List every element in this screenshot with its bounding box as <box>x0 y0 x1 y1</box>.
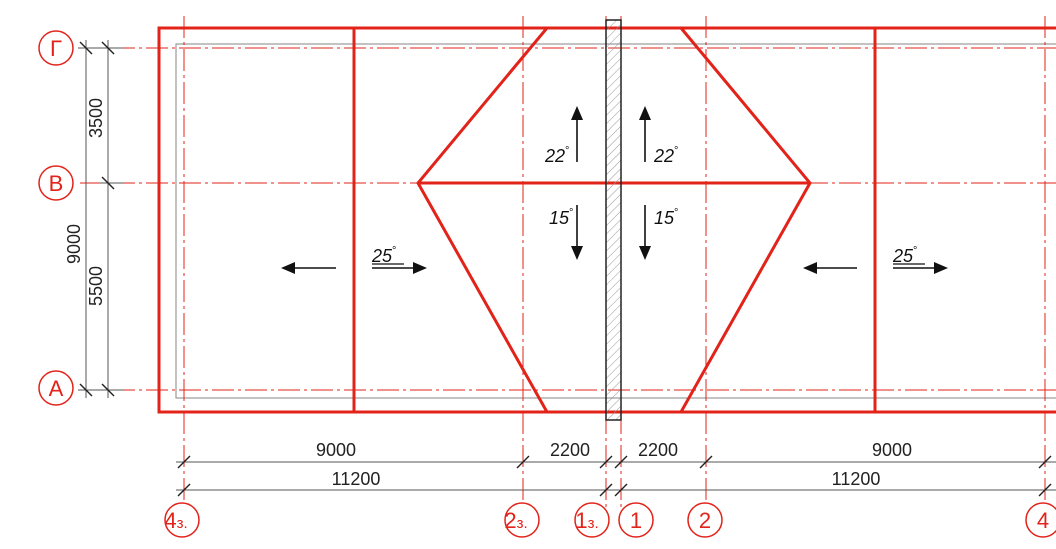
slope-value-left-outer: 25 <box>371 246 393 266</box>
firewall <box>605 19 622 421</box>
axis-label-v: В <box>49 171 64 196</box>
arrowhead-left-outer-w <box>281 262 295 274</box>
dim-bottom-right-span: 9000 <box>872 440 912 460</box>
slope-unit-lower-left: ° <box>569 207 573 219</box>
axis-label-c2z: 2 <box>504 508 516 533</box>
axis-bubble-v: В <box>38 165 74 201</box>
slope-label-lower-right: 15° <box>654 207 678 228</box>
svg-text:4з.: 4з. <box>164 508 187 533</box>
axis-label-a: А <box>49 376 64 401</box>
svg-text:15°: 15° <box>654 207 678 228</box>
slope-unit-right-outer: ° <box>913 245 917 257</box>
svg-text:15°: 15° <box>549 207 573 228</box>
slope-label-left-outer: 25° <box>371 245 404 266</box>
horizontal-dimensions <box>176 455 1056 497</box>
axis-label-c2: 2 <box>699 508 711 533</box>
valley-left <box>416 27 549 413</box>
arrowhead-right-outer-e <box>934 262 948 274</box>
axis-bubble-c2: 2 <box>687 502 723 538</box>
dim-bottom-right-gap: 2200 <box>638 440 678 460</box>
slope-unit-upper-right: ° <box>674 145 678 157</box>
slope-unit-upper-left: ° <box>565 145 569 157</box>
arrowhead-lower-left <box>571 246 583 260</box>
axis-suffix-c1z: з. <box>588 515 599 532</box>
slope-value-upper-left: 22 <box>544 146 565 166</box>
axis-bubble-c1: 1 <box>618 502 654 538</box>
svg-text:25°: 25° <box>371 245 396 266</box>
slope-label-upper-right: 22° <box>653 145 678 166</box>
svg-text:22°: 22° <box>653 145 678 166</box>
axis-label-c4: 4 <box>1037 508 1049 533</box>
slope-arrows <box>281 106 948 274</box>
dim-vertical-total: 9000 <box>64 224 84 264</box>
valley-right <box>679 27 812 413</box>
axis-label-g: Г <box>50 36 62 61</box>
dim-bottom-left-span: 9000 <box>316 440 356 460</box>
slope-value-lower-right: 15 <box>654 208 675 228</box>
svg-text:1з.: 1з. <box>575 508 598 533</box>
slope-value-upper-right: 22 <box>653 146 674 166</box>
slope-label-lower-left: 15° <box>549 207 573 228</box>
vertical-dimensions <box>78 40 124 398</box>
axis-bubble-c4: 4 <box>1025 502 1056 538</box>
slope-label-right-outer: 25° <box>892 245 925 266</box>
svg-text:2з.: 2з. <box>504 508 527 533</box>
axis-bubble-g: Г <box>38 30 74 66</box>
arrowhead-right-outer-w <box>803 262 817 274</box>
slope-unit-lower-right: ° <box>674 207 678 219</box>
axis-bubble-c1z: 1з. <box>574 502 610 538</box>
slope-label-upper-left: 22° <box>544 145 569 166</box>
dim-bottom-left-gap: 2200 <box>550 440 590 460</box>
slope-value-lower-left: 15 <box>549 208 570 228</box>
axis-label-c1: 1 <box>630 508 642 533</box>
axis-label-c1z: 1 <box>575 508 587 533</box>
slope-unit-left-outer: ° <box>392 245 396 257</box>
axis-bubble-c4z: 4з. <box>164 502 200 538</box>
dim-vertical-top: 3500 <box>86 98 106 138</box>
dim-vertical-bottom: 5500 <box>86 266 106 306</box>
axis-label-c4z: 4 <box>164 508 176 533</box>
axis-bubble-c2z: 2з. <box>504 502 540 538</box>
arrowhead-left-outer-e <box>413 262 427 274</box>
svg-text:22°: 22° <box>544 145 569 166</box>
arrowhead-upper-left <box>571 106 583 120</box>
axis-suffix-c2z: з. <box>517 515 528 532</box>
slope-value-right-outer: 25 <box>892 246 914 266</box>
axis-bubble-a: А <box>38 370 74 406</box>
dim-bottom-left-total: 11200 <box>332 469 381 489</box>
arrowhead-lower-right <box>639 246 651 260</box>
svg-text:25°: 25° <box>892 245 917 266</box>
dim-bottom-right-total: 11200 <box>832 469 881 489</box>
axis-suffix-c4z: з. <box>177 515 188 532</box>
arrowhead-upper-right <box>639 106 651 120</box>
